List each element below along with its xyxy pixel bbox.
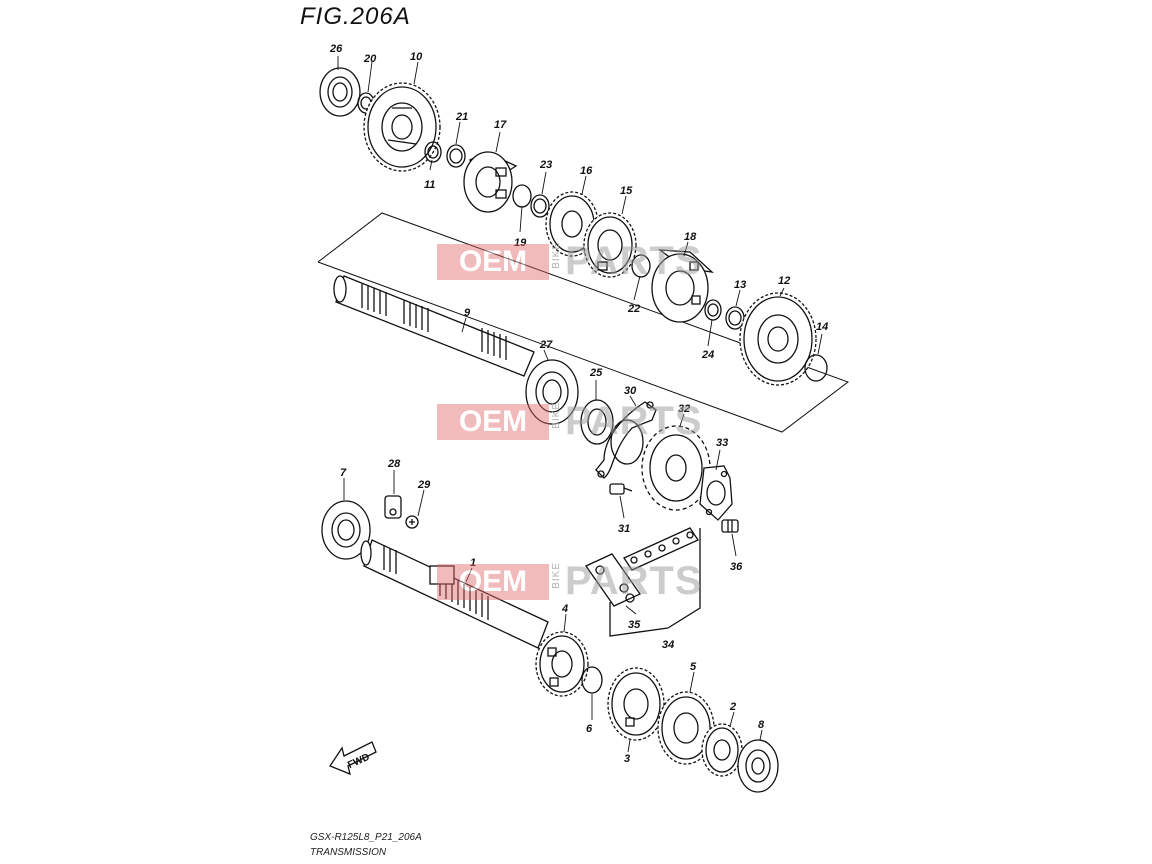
chain-bracket — [609, 528, 701, 637]
callout-32: 32 — [678, 403, 690, 415]
screw-29 — [405, 515, 419, 529]
callout-18: 18 — [684, 231, 697, 243]
callout-2: 2 — [729, 701, 736, 713]
bushing-11 — [424, 141, 442, 163]
watermark-suffix: PARTS — [565, 239, 703, 283]
watermark-tagline: BIKE — [551, 242, 562, 269]
circlip-6 — [581, 666, 603, 694]
bearing-8 — [737, 739, 779, 793]
callout-35: 35 — [628, 619, 641, 631]
drive-chain-34 — [623, 527, 699, 571]
bushing-24 — [704, 299, 722, 321]
watermark: OEM BIKE PARTS — [437, 400, 727, 442]
sprocket-plate-33 — [699, 465, 733, 521]
callout-7: 7 — [340, 467, 347, 479]
sprocket-32 — [641, 425, 711, 511]
callout-8: 8 — [758, 719, 765, 731]
callout-10: 10 — [410, 51, 423, 63]
watermark-tagline: BIKE — [551, 402, 562, 429]
watermark: OEM BIKE PARTS — [437, 240, 727, 282]
watermark-brand: OEM — [437, 564, 549, 600]
driveshaft-1 — [360, 539, 549, 649]
bearing-27 — [525, 359, 579, 425]
callout-21: 21 — [455, 111, 468, 123]
plate-30 — [595, 401, 657, 479]
bearing-26 — [319, 67, 361, 117]
gear-15 — [583, 212, 637, 278]
gear-12 — [739, 292, 817, 386]
washer-23 — [530, 194, 550, 218]
callout-29: 29 — [417, 479, 431, 491]
watermark: OEM BIKE PARTS — [437, 560, 727, 602]
callout-9: 9 — [464, 307, 471, 319]
circlip-22 — [631, 254, 651, 278]
callout-1: 1 — [470, 557, 476, 569]
callout-17: 17 — [494, 119, 507, 131]
callout-16: 16 — [580, 165, 593, 177]
gear-3 — [607, 667, 665, 741]
oil-seal-25 — [580, 399, 614, 445]
figure-title: FIG.206A — [300, 3, 411, 30]
callout-33: 33 — [716, 437, 728, 449]
watermark-suffix: PARTS — [565, 559, 703, 603]
callout-25: 25 — [589, 367, 603, 379]
chain-joint-35 — [585, 553, 641, 607]
callout-23: 23 — [539, 159, 552, 171]
callout-14: 14 — [816, 321, 828, 333]
gear-2 — [701, 723, 743, 777]
callout-4: 4 — [561, 603, 568, 615]
callout-30: 30 — [624, 385, 637, 397]
callout-12: 12 — [778, 275, 790, 287]
watermark-brand: OEM — [437, 404, 549, 440]
gear-10 — [363, 82, 441, 172]
watermark-tagline: BIKE — [551, 562, 562, 589]
countershaft-9 — [333, 275, 535, 377]
washer-21 — [446, 144, 466, 168]
gear-4 — [535, 631, 589, 697]
callout-20: 20 — [363, 53, 377, 65]
callout-28: 28 — [387, 458, 401, 470]
washer-13 — [725, 306, 745, 330]
retainer-28 — [384, 495, 402, 519]
callout-6: 6 — [586, 723, 593, 735]
gear-17 — [463, 151, 518, 213]
callout-34: 34 — [662, 639, 674, 651]
bolt-36 — [721, 519, 739, 533]
callout-19: 19 — [514, 237, 527, 249]
watermark-suffix: PARTS — [565, 399, 703, 443]
gear-5 — [657, 691, 715, 765]
callout-11: 11 — [424, 179, 435, 191]
callout-13: 13 — [734, 279, 746, 291]
bolt-31 — [609, 483, 633, 495]
callout-5: 5 — [690, 661, 697, 673]
bearing-7 — [321, 500, 371, 560]
callout-26: 26 — [329, 43, 343, 55]
circlip-14 — [804, 354, 828, 382]
watermark-brand: OEM — [437, 244, 549, 280]
callout-3: 3 — [624, 753, 630, 765]
callout-22: 22 — [627, 303, 640, 315]
section-name: TRANSMISSION — [310, 847, 387, 858]
gear-18 — [651, 249, 715, 323]
callout-36: 36 — [730, 561, 743, 573]
model-code: GSX-R125L8_P21_206A — [310, 832, 422, 843]
group-outline — [317, 212, 850, 433]
callout-27: 27 — [539, 339, 553, 351]
callout-31: 31 — [618, 523, 630, 535]
callout-24: 24 — [701, 349, 714, 361]
callout-15: 15 — [620, 185, 633, 197]
callout-labels: 26 20 10 21 11 17 23 19 16 15 22 18 13 1… — [329, 43, 828, 765]
fwd-arrow-icon: FWD — [329, 741, 377, 776]
circlip-19 — [512, 184, 532, 208]
